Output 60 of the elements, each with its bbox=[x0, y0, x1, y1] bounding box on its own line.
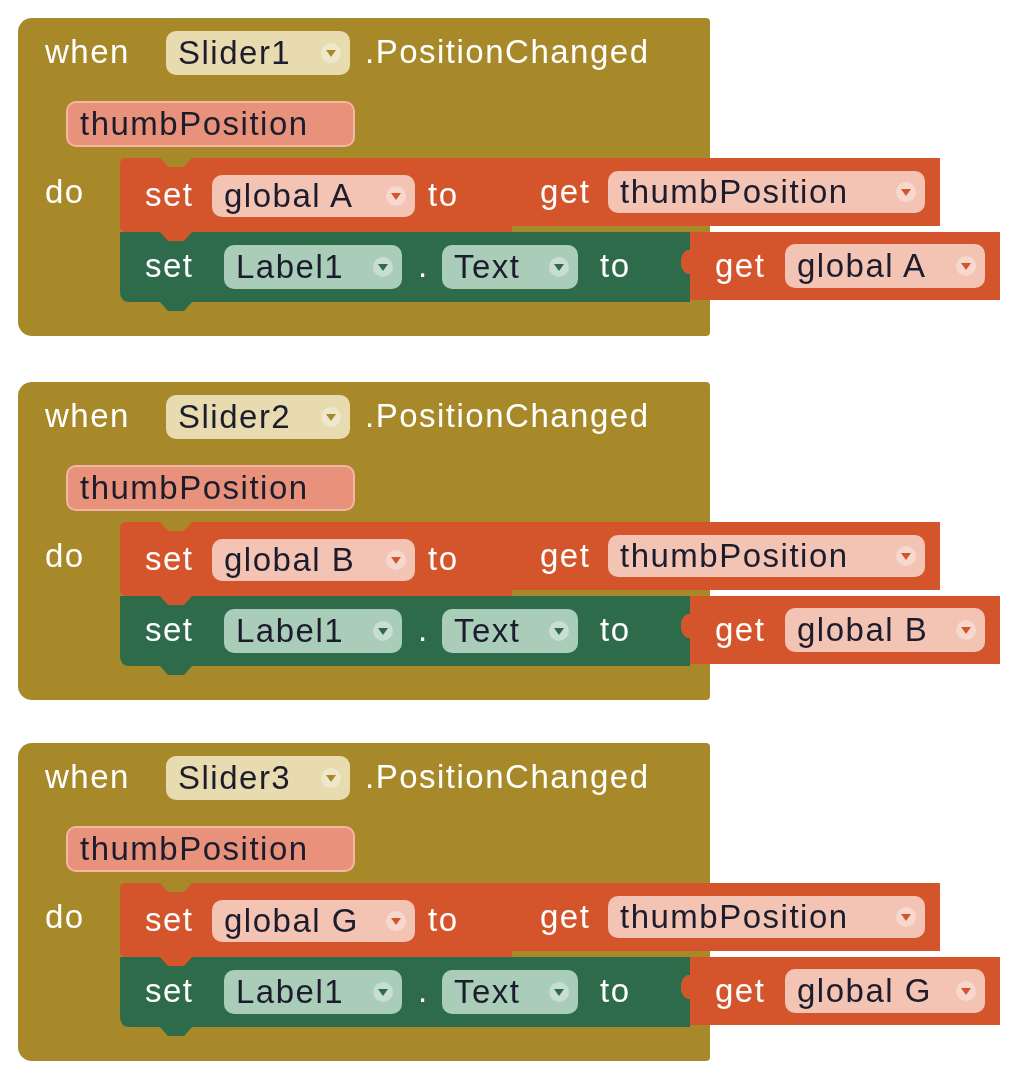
variable-dropdown: global A bbox=[212, 175, 415, 217]
parameter-tag: thumbPosition bbox=[66, 826, 355, 872]
block-keyword: set bbox=[145, 539, 194, 579]
parameter-tag: thumbPosition bbox=[66, 465, 355, 511]
block-keyword: to bbox=[428, 900, 459, 940]
get-value-block bbox=[680, 957, 1000, 1025]
block-keyword: when bbox=[45, 396, 130, 436]
block-keyword: get bbox=[715, 971, 766, 1011]
component-dropdown: Label1 bbox=[224, 245, 402, 289]
dot-separator: . bbox=[418, 971, 429, 1011]
get-value-block bbox=[502, 883, 940, 951]
block-keyword: when bbox=[45, 757, 130, 797]
property-dropdown: Text bbox=[442, 970, 578, 1014]
block-keyword: to bbox=[600, 971, 631, 1011]
variable-dropdown: global G bbox=[212, 900, 415, 942]
variable-dropdown: thumbPosition bbox=[608, 171, 925, 213]
dot-separator: . bbox=[418, 610, 429, 650]
block-keyword: set bbox=[145, 971, 194, 1011]
block-keyword: set bbox=[145, 246, 194, 286]
block-keyword: to bbox=[600, 610, 631, 650]
get-value-block bbox=[680, 232, 1000, 300]
component-dropdown: Label1 bbox=[224, 970, 402, 1014]
block-keyword: get bbox=[540, 536, 591, 576]
parameter-tag: thumbPosition bbox=[66, 101, 355, 147]
component-dropdown: Slider3 bbox=[166, 756, 350, 800]
set-property-block bbox=[120, 957, 690, 1036]
get-value-block bbox=[680, 596, 1000, 664]
event-name: .PositionChanged bbox=[365, 757, 650, 797]
event-name: .PositionChanged bbox=[365, 396, 650, 436]
block-keyword: set bbox=[145, 610, 194, 650]
block-keyword: do bbox=[45, 536, 85, 576]
block-keyword: do bbox=[45, 172, 85, 212]
block-keyword: get bbox=[540, 172, 591, 212]
block-keyword: to bbox=[428, 539, 459, 579]
block-keyword: when bbox=[45, 32, 130, 72]
block-keyword: get bbox=[540, 897, 591, 937]
event-name: .PositionChanged bbox=[365, 32, 650, 72]
component-dropdown: Slider1 bbox=[166, 31, 350, 75]
property-dropdown: Text bbox=[442, 609, 578, 653]
component-dropdown: Label1 bbox=[224, 609, 402, 653]
variable-dropdown: global G bbox=[785, 969, 985, 1013]
get-value-block bbox=[502, 522, 940, 590]
variable-dropdown: global B bbox=[785, 608, 985, 652]
variable-dropdown: global B bbox=[212, 539, 415, 581]
block-keyword: set bbox=[145, 175, 194, 215]
dot-separator: . bbox=[418, 246, 429, 286]
get-value-block bbox=[502, 158, 940, 226]
variable-dropdown: thumbPosition bbox=[608, 896, 925, 938]
block-keyword: get bbox=[715, 246, 766, 286]
set-property-block bbox=[120, 596, 690, 675]
variable-dropdown: global A bbox=[785, 244, 985, 288]
block-keyword: to bbox=[600, 246, 631, 286]
set-property-block bbox=[120, 232, 690, 311]
component-dropdown: Slider2 bbox=[166, 395, 350, 439]
block-keyword: get bbox=[715, 610, 766, 650]
block-keyword: to bbox=[428, 175, 459, 215]
variable-dropdown: thumbPosition bbox=[608, 535, 925, 577]
property-dropdown: Text bbox=[442, 245, 578, 289]
block-keyword: set bbox=[145, 900, 194, 940]
block-keyword: do bbox=[45, 897, 85, 937]
